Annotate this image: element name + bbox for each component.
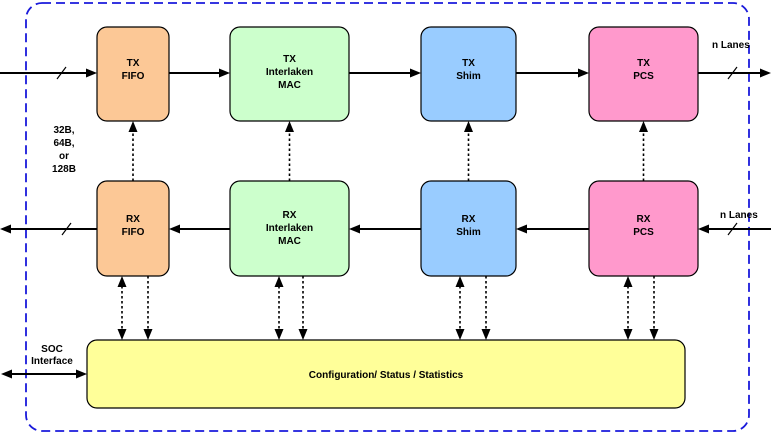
rx-mac-to-tx-mac-dotted-arrow — [285, 121, 294, 181]
rx-fifo-block: RX FIFO — [96, 180, 170, 277]
tx-shim-label-1: TX — [462, 58, 475, 69]
bus-slash — [61, 222, 72, 236]
width-option-128b: 128B — [52, 164, 76, 175]
rx-shim-block: RX Shim — [420, 180, 517, 277]
tx-shim-label-2: Shim — [456, 71, 481, 82]
rx-fifo-label-2: FIFO — [122, 227, 145, 238]
tx-mac-to-shim-arrow — [349, 68, 421, 78]
config-status-label: Configuration/ Status / Statistics — [309, 370, 464, 381]
tx-fifo-to-mac-arrow — [169, 68, 230, 78]
rx-mac-block: RX Interlaken MAC — [229, 180, 350, 277]
core-boundary — [25, 2, 750, 432]
rx-mac-label-2: Interlaken — [266, 223, 313, 234]
tx-input-bus — [0, 66, 97, 80]
rx-pcs-label-2: PCS — [633, 227, 654, 238]
soc-label-2: Interface — [31, 356, 73, 367]
pcs-config-link — [623, 276, 659, 340]
config-status-block: Configuration/ Status / Statistics — [86, 339, 686, 409]
rx-mac-label-1: RX — [283, 210, 297, 221]
tx-mac-block: TX Interlaken MAC — [229, 26, 350, 122]
tx-mac-label-1: TX — [283, 54, 296, 65]
rx-fifo-to-tx-fifo-dotted-arrow — [128, 121, 138, 181]
rx-pcs-block: RX PCS — [588, 180, 699, 277]
tx-lanes-label: n Lanes — [712, 40, 750, 51]
rx-mac-label-3: MAC — [278, 236, 301, 247]
rx-shim-label-1: RX — [462, 214, 476, 225]
rx-lanes-label: n Lanes — [720, 210, 758, 221]
soc-interface-arrow — [1, 369, 87, 379]
soc-label-1: SOC — [41, 344, 63, 355]
rx-shim-label-2: Shim — [456, 227, 481, 238]
tx-mac-label-2: Interlaken — [266, 67, 313, 78]
width-option-64b: 64B, — [53, 138, 74, 149]
shim-config-link — [455, 276, 491, 340]
tx-fifo-label-2: FIFO — [122, 71, 145, 82]
rx-pcs-to-shim-arrow — [516, 224, 589, 234]
bus-slash — [727, 66, 738, 80]
soc-interface-label: SOC Interface — [31, 344, 73, 367]
bus-width-label: 32B, 64B, or 128B — [52, 125, 76, 175]
rx-shim-to-tx-shim-dotted-arrow — [464, 121, 473, 181]
width-option-or: or — [59, 151, 69, 162]
bus-slash — [56, 66, 67, 80]
tx-pcs-block: TX PCS — [588, 26, 699, 122]
mac-config-link — [274, 276, 308, 340]
rx-pcs-label-1: RX — [637, 214, 651, 225]
rx-input-lanes — [698, 222, 771, 236]
rx-shim-to-mac-arrow — [349, 224, 421, 234]
tx-shim-block: TX Shim — [420, 26, 517, 122]
bus-slash — [727, 222, 738, 236]
tx-pcs-label-1: TX — [637, 58, 650, 69]
rx-fifo-label-1: RX — [126, 214, 140, 225]
tx-output-lanes — [698, 66, 771, 80]
tx-fifo-block: TX FIFO — [96, 26, 170, 122]
rx-pcs-to-tx-pcs-dotted-arrow — [639, 121, 648, 181]
tx-fifo-label-1: TX — [127, 58, 140, 69]
rx-mac-to-fifo-arrow — [169, 224, 230, 234]
fifo-config-link — [117, 276, 153, 340]
tx-mac-label-3: MAC — [278, 80, 301, 91]
width-option-32b: 32B, — [53, 125, 74, 136]
tx-shim-to-pcs-arrow — [516, 68, 589, 78]
rx-output-bus — [0, 222, 97, 236]
tx-pcs-label-2: PCS — [633, 71, 654, 82]
